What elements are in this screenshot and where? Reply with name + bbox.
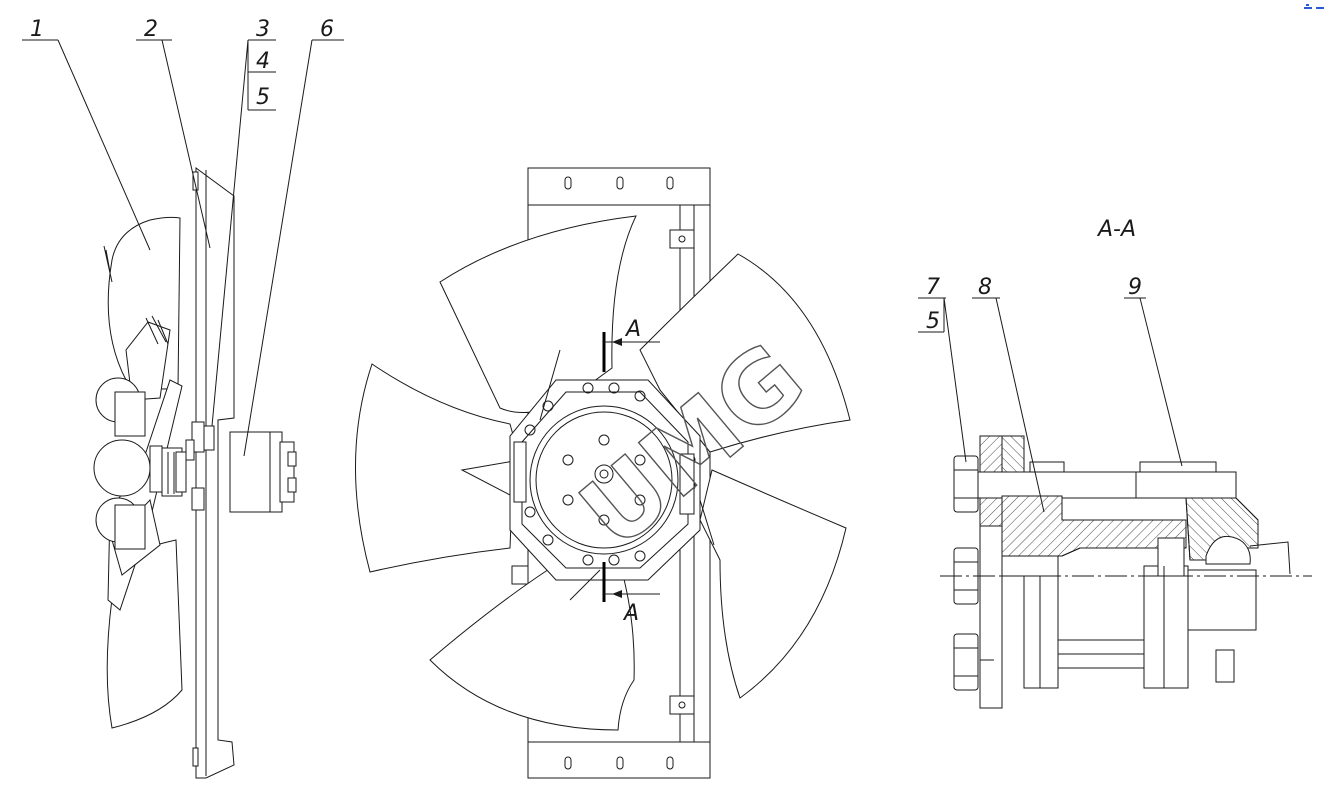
section-view [940, 435, 1312, 709]
callout-4: 4 [256, 49, 270, 74]
motor-body [229, 431, 283, 513]
callout-9: 9 [1128, 275, 1142, 300]
callout-8: 8 [978, 275, 992, 300]
section-title: A-A [1096, 217, 1136, 242]
blade-right [699, 469, 847, 699]
callout-2: 2 [144, 17, 158, 42]
callout-5-section: 5 [926, 309, 940, 334]
corner-mark [1304, 4, 1324, 9]
callouts-side [22, 39, 344, 457]
callout-6: 6 [320, 17, 334, 42]
section-mark-bottom: A [622, 601, 639, 626]
blade-lower [429, 557, 635, 731]
callout-5: 5 [256, 85, 270, 110]
hub-dome [93, 439, 151, 497]
callout-3: 3 [256, 17, 270, 42]
mounting-plate [195, 167, 235, 779]
section-mark-top: A [624, 317, 641, 342]
blade-upper-right [639, 253, 851, 453]
callout-7: 7 [926, 275, 940, 300]
callouts-section [918, 297, 1183, 513]
callout-1: 1 [30, 17, 44, 42]
blade-left [355, 363, 521, 573]
front-view [355, 167, 851, 779]
side-view [93, 167, 297, 779]
